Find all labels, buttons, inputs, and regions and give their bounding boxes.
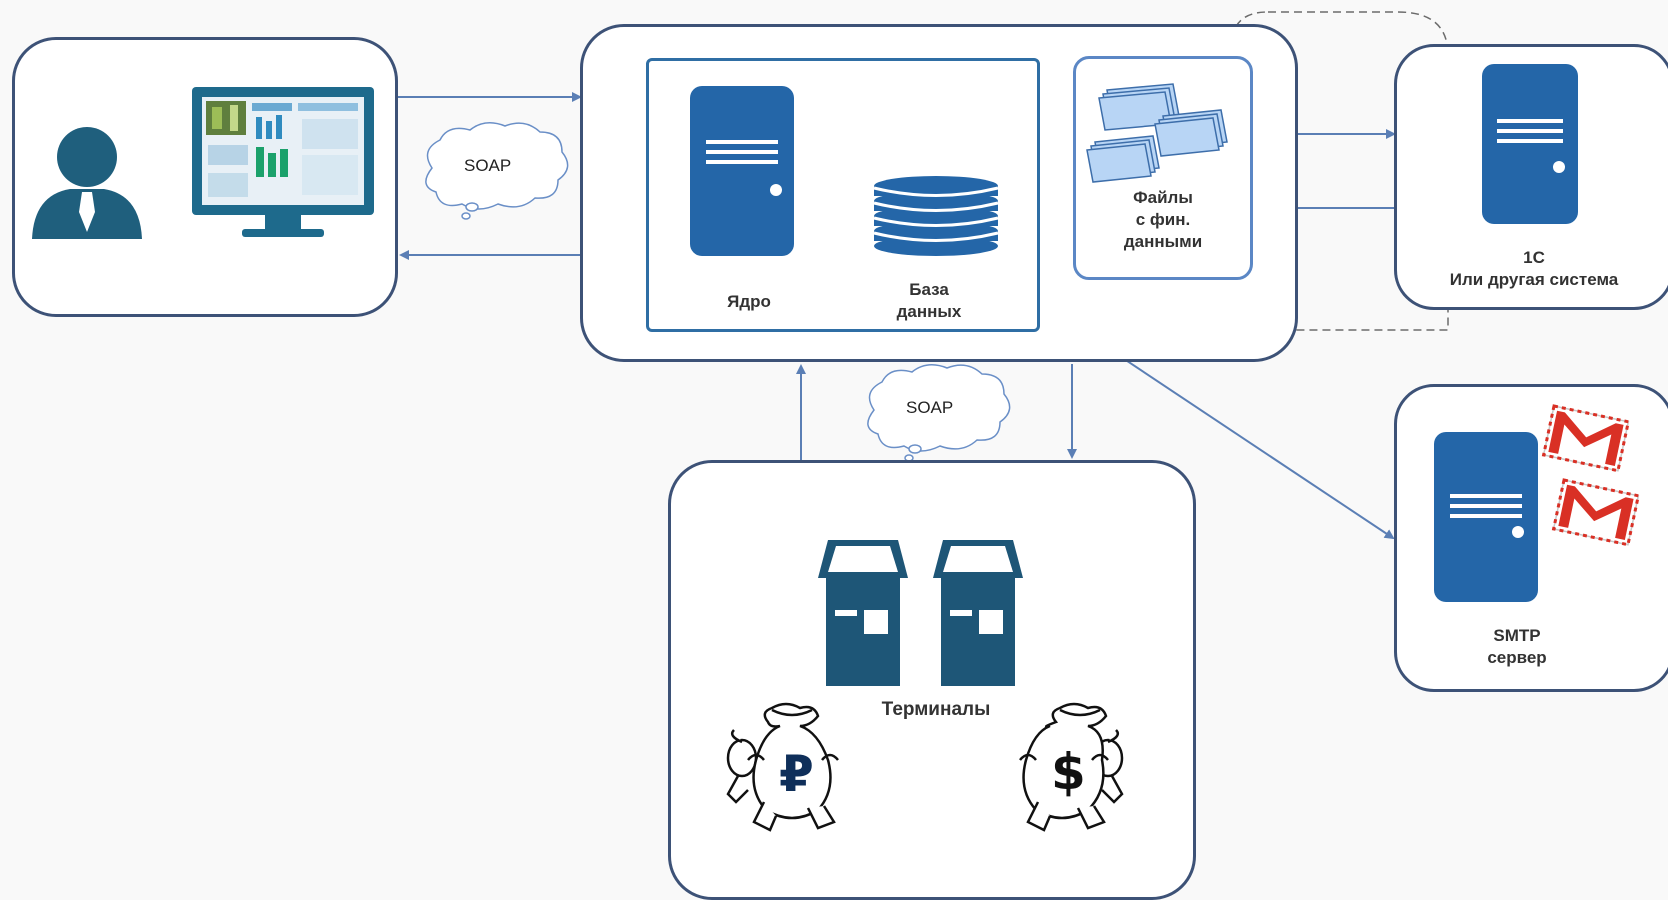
- financial-files-box: Файлы с фин. данными: [1073, 56, 1253, 280]
- user-icon: [32, 127, 142, 239]
- ruble-symbol: ₽: [779, 745, 814, 803]
- mail-icon-top: [1541, 404, 1631, 473]
- user-box: [12, 37, 398, 317]
- database-icon: [873, 176, 999, 256]
- soap-cloud-bottom: [867, 364, 1011, 462]
- soap-label-bottom: SOAP: [906, 398, 954, 417]
- monitor-icon: [192, 87, 374, 237]
- money-bag-ruble-icon: [726, 702, 839, 832]
- database-label: База данных: [896, 280, 962, 321]
- terminals-graphic: [726, 540, 1124, 832]
- server-1c-icon: [1482, 64, 1578, 224]
- user-workstation-graphic: [32, 87, 374, 239]
- soap-cloud-top: [425, 122, 569, 220]
- document-stack-icon: [1086, 83, 1228, 183]
- dollar-symbol: $: [1051, 743, 1086, 801]
- core-database-graphic: [690, 86, 999, 256]
- smtp-server-box: SMTP сервер: [1394, 384, 1668, 692]
- system-1c-label: 1С Или другая система: [1449, 248, 1619, 289]
- terminal-icon-right: [933, 540, 1023, 686]
- mail-icon-bottom: [1551, 478, 1641, 547]
- soap-label-top: SOAP: [464, 156, 512, 175]
- money-bag-dollar-icon: [1019, 702, 1124, 832]
- system-1c-server-graphic: [1482, 64, 1578, 224]
- system-1c-box: 1С Или другая система: [1394, 44, 1668, 310]
- terminals-box: Терминалы ₽ $: [668, 460, 1196, 900]
- terminals-label: Терминалы: [881, 699, 991, 720]
- files-stack-graphic: [1086, 83, 1228, 183]
- core-label: Ядро: [727, 292, 771, 311]
- core-database-panel: Ядро База данных: [646, 58, 1040, 332]
- server-smtp-icon: [1434, 432, 1538, 602]
- smtp-label: SMTP сервер: [1487, 626, 1547, 667]
- files-label: Файлы с фин. данными: [1123, 188, 1203, 251]
- terminal-icon-left: [818, 540, 908, 686]
- smtp-server-graphic: [1434, 404, 1641, 602]
- core-server-icon: [690, 86, 794, 256]
